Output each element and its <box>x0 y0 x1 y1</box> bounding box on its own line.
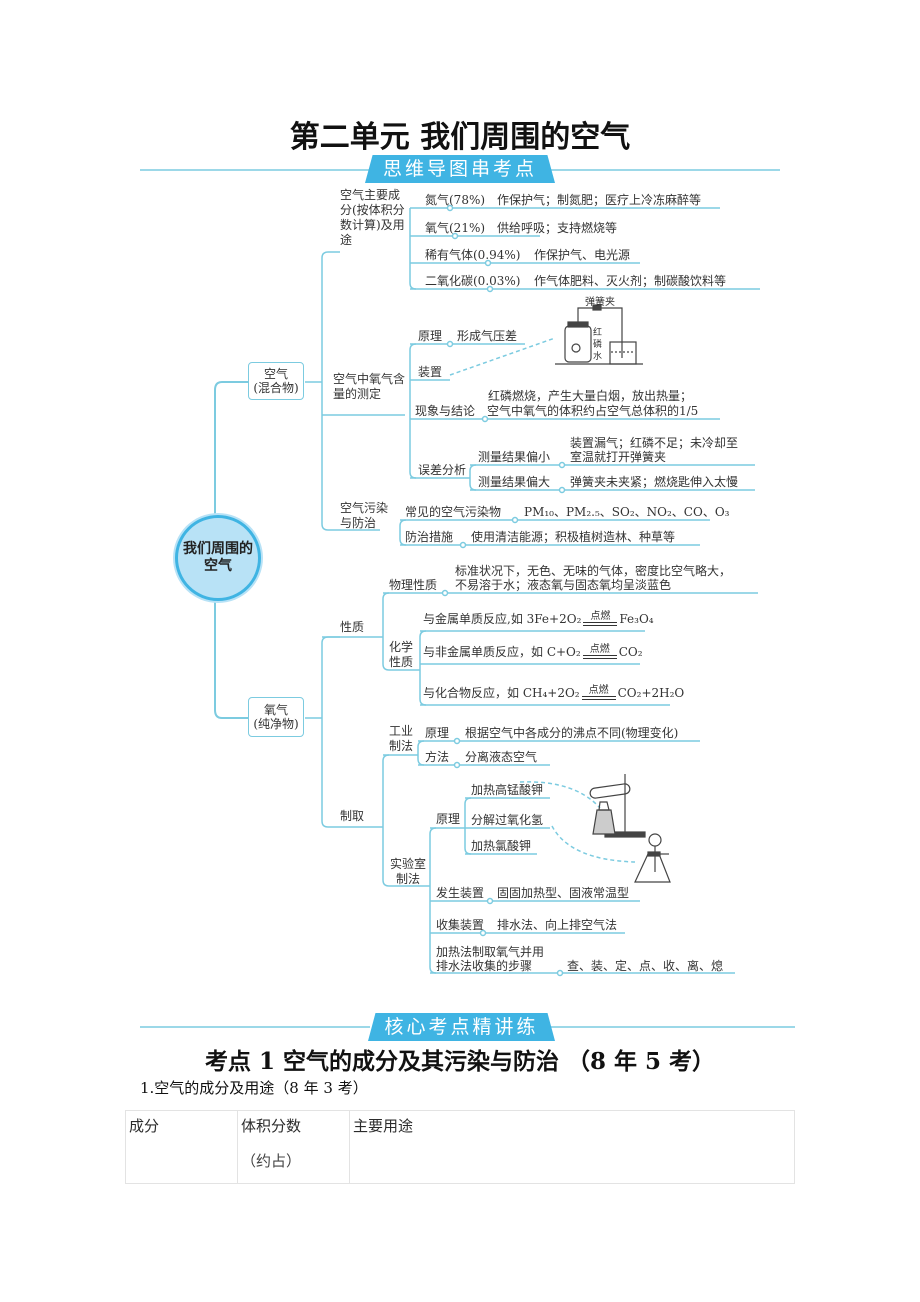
table-row: 成分 体积分数（约占） 主要用途 <box>125 1110 795 1184</box>
lab-principle-2: 加热氯酸钾 <box>471 839 532 853</box>
measures: 使用清洁能源；积极植树造林、种草等 <box>471 530 676 544</box>
reaction-0-product: Fe₃O₄ <box>619 612 654 626</box>
measure-device-label: 装置 <box>418 365 443 379</box>
oxygen-measure-label: 空气中氧气含量的测定 <box>333 372 406 401</box>
header-volume-note: （约占） <box>241 1152 302 1170</box>
physical-2: 不易溶于水；液态氧与固态氧均呈淡蓝色 <box>455 578 672 592</box>
header-main-use: 主要用途 <box>349 1110 795 1184</box>
comp-name-1: 氧气(21%) <box>425 221 486 235</box>
composition-table: 成分 体积分数（约占） 主要用途 <box>125 1110 795 1184</box>
lab-principle-label: 原理 <box>436 812 461 826</box>
mindmap-banner: 思维导图串考点 <box>365 155 555 183</box>
error-low-2: 室温就打开弹簧夹 <box>570 450 667 464</box>
properties-label: 性质 <box>340 620 365 634</box>
comp-use-0: 作保护气；制氮肥；医疗上冷冻麻醉等 <box>497 193 702 207</box>
pollutants-label: 常见的空气污染物 <box>405 505 502 519</box>
error-low-1: 装置漏气；红磷不足；未冷却至 <box>570 436 739 450</box>
steps: 查、装、定、点、收、离、熄 <box>567 959 724 973</box>
collector: 排水法、向上排空气法 <box>497 918 618 932</box>
phenomenon-line-1: 红磷燃烧，产生大量白烟，放出热量； <box>488 389 693 403</box>
condition-arrow: 点燃 <box>582 645 617 659</box>
reaction-1-product: CO₂ <box>618 645 643 659</box>
error-label: 误差分析 <box>418 463 467 477</box>
comp-name-3: 二氧化碳(0.03%) <box>425 274 521 288</box>
ind-method: 分离液态空气 <box>465 750 538 764</box>
industrial-label: 工业制法 <box>389 724 414 753</box>
physical-1: 标准状况下，无色、无味的气体，密度比空气略大， <box>455 564 732 578</box>
lab-oxygen-apparatus-illustration <box>589 774 671 883</box>
ind-principle: 根据空气中各成分的沸点不同(物理变化) <box>465 726 679 740</box>
steps-label-2: 排水法收集的步骤 <box>436 959 533 973</box>
condition-arrow: 点燃 <box>583 612 618 626</box>
pollutants: PM₁₀、PM₂.₅、SO₂、NO₂、CO、O₃ <box>524 505 730 519</box>
page-title: 第二单元 我们周围的空气 <box>289 120 631 155</box>
label-red: 红 <box>593 328 603 338</box>
comp-name-2: 稀有气体(0.94%) <box>425 248 521 262</box>
comp-name-0: 氮气(78%) <box>425 193 486 207</box>
collector-label: 收集装置 <box>436 918 485 932</box>
preparation-label: 制取 <box>340 809 365 823</box>
subsection-heading: 1.空气的成分及用途（8 年 3 考） <box>140 1079 368 1097</box>
node-air: 空气 (混合物) <box>248 362 304 400</box>
condition-arrow: 点燃 <box>581 686 616 700</box>
pollution-label: 空气污染与防治 <box>340 501 389 530</box>
physical-label: 物理性质 <box>389 578 438 592</box>
header-volume-fraction: 体积分数（约占） <box>237 1110 350 1184</box>
measure-principle-label: 原理 <box>418 329 443 343</box>
generator: 固固加热型、固液常温型 <box>497 886 630 900</box>
generator-label: 发生装置 <box>436 886 485 900</box>
reaction-0-text: 与金属单质反应,如 3Fe+2O₂ <box>423 612 582 626</box>
reaction-2-text: 与化合物反应，如 CH₄+2O₂ <box>423 686 580 700</box>
lab-label: 实验室制法 <box>389 857 426 886</box>
ind-principle-label: 原理 <box>425 726 450 740</box>
error-low-label: 测量结果偏小 <box>478 450 551 464</box>
section-heading: 考点 1 空气的成分及其污染与防治 （8 年 5 考） <box>204 1048 716 1075</box>
lab-principle-1: 分解过氧化氢 <box>471 813 544 827</box>
error-high: 弹簧夹未夹紧；燃烧匙伸入太慢 <box>570 475 739 489</box>
comp-use-2: 作保护气、电光源 <box>534 248 631 262</box>
error-high-label: 测量结果偏大 <box>478 475 551 489</box>
steps-label-1: 加热法制取氧气并用 <box>436 945 545 959</box>
label-clamp: 弹簧夹 <box>585 297 615 308</box>
composition-label: 空气主要成分(按体积分数计算)及用途 <box>340 188 405 247</box>
node-oxygen: 氧气 (纯净物) <box>248 697 304 737</box>
measures-label: 防治措施 <box>405 530 454 544</box>
phenomenon-label: 现象与结论 <box>415 404 476 418</box>
oxygen-measurement-apparatus-illustration <box>555 304 643 365</box>
phenomenon-line-2: 空气中氧气的体积约占空气总体积的1/5 <box>487 404 699 418</box>
ind-method-label: 方法 <box>425 750 450 764</box>
reaction-2-product: CO₂+2H₂O <box>617 686 685 700</box>
comp-use-3: 作气体肥料、灭火剂；制碳酸饮料等 <box>534 274 727 288</box>
chemical-label: 化学性质 <box>389 640 414 669</box>
core-points-banner: 核心考点精讲练 <box>368 1013 555 1041</box>
comp-use-1: 供给呼吸；支持燃烧等 <box>497 221 618 235</box>
label-water: 水 <box>593 352 603 362</box>
mindmap-center-node: 我们周围的空气 <box>175 515 261 601</box>
header-component: 成分 <box>125 1110 238 1184</box>
label-phosphorus: 磷 <box>593 340 603 350</box>
reaction-1-text: 与非金属单质反应，如 C+O₂ <box>423 645 581 659</box>
lab-principle-0: 加热高锰酸钾 <box>471 783 544 797</box>
measure-principle: 形成气压差 <box>457 329 518 343</box>
